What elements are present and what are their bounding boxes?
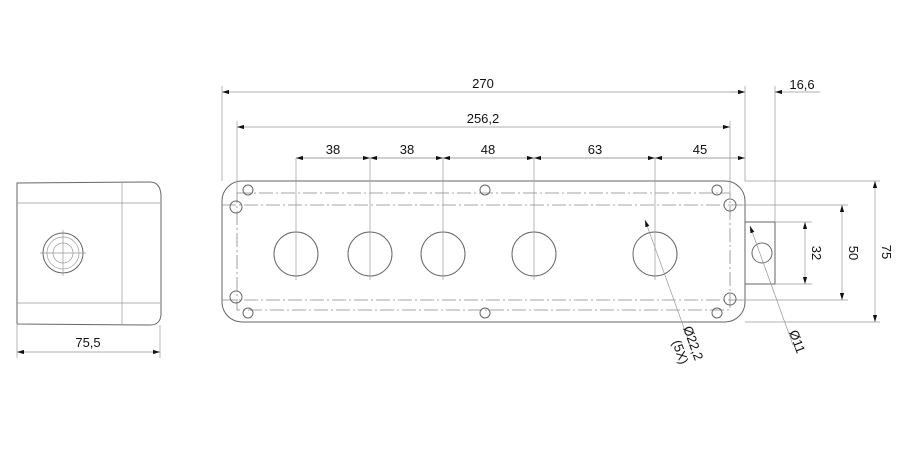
spacing-dimension: 38 [400,142,414,157]
inner-height-dimension: 50 [846,246,861,260]
bracket-hole-diameter-label: Ø11 [786,328,808,355]
side-view: 75,5 [16,181,162,358]
spacing-dimension: 45 [693,142,707,157]
front-view: 270 16,6 256,2 38 38 48 63 45 32 50 75 Ø… [221,76,894,366]
spacing-dimension: 48 [481,142,495,157]
overall-length-dimension: 270 [472,76,494,91]
button-holes [273,158,678,280]
side-width-dimension: 75,5 [75,335,100,350]
bracket-thickness-dimension: 16,6 [789,77,814,92]
button-icon [40,230,86,276]
spacing-dimension: 38 [326,142,340,157]
inner-length-dimension: 256,2 [467,111,500,126]
overall-height-dimension: 75 [879,245,894,259]
mount-bracket [744,221,776,285]
bracket-height-dimension: 32 [809,246,824,260]
spacing-dimension: 63 [588,142,602,157]
screw-icons [229,184,737,319]
